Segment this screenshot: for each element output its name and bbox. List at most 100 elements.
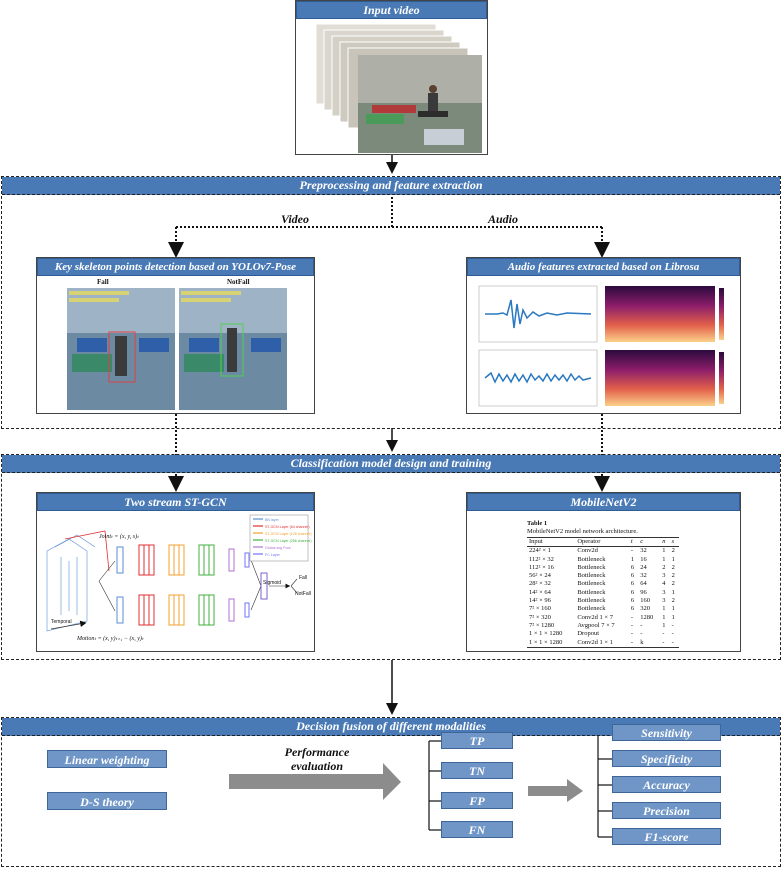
fall-label: Fall: [97, 278, 109, 286]
table-cell: 2: [671, 597, 675, 605]
table-cell: -: [640, 621, 643, 629]
method-ds-theory: D-S theory: [47, 792, 167, 810]
table-cell: 7² × 1280: [529, 621, 555, 629]
table-cell: 7² × 320: [529, 613, 551, 621]
table-cell: Bottleneck: [577, 605, 606, 613]
table-cell: 16: [640, 555, 647, 563]
table-cell: 6: [630, 563, 635, 571]
table-cell: Bottleneck: [577, 588, 606, 596]
table-cell: -: [671, 630, 674, 638]
table-cell: 320: [640, 605, 650, 613]
metric-specificity: Specificity: [612, 750, 721, 767]
table-cell: 24: [640, 563, 647, 571]
legend-label: ST-GCN Layer (128 channel): [265, 532, 312, 536]
mobilenet-panel: MobileNetV2 Table 1 MobileNetV2 model ne…: [466, 492, 741, 652]
confusion-fp: FP: [441, 792, 513, 809]
table-cell: -: [640, 630, 643, 638]
table-cell: Dropout: [577, 630, 600, 638]
table-cell: 1: [671, 555, 675, 563]
table-cell: 112² × 16: [529, 563, 554, 571]
performance-evaluation-arrow: [229, 763, 401, 800]
table-cell: 1: [662, 621, 666, 629]
table-cell: -: [660, 638, 670, 648]
table-cell: 2: [671, 572, 675, 580]
table-cell: 2: [671, 547, 675, 555]
table-cell: -: [630, 630, 633, 638]
table-cell: 6: [630, 597, 635, 605]
table-cell: 224² × 1: [529, 547, 551, 555]
confusion-tp: TP: [441, 732, 513, 749]
table-cell: 32: [640, 547, 647, 555]
metric-f1-score: F1-score: [612, 828, 721, 845]
table-cell: 6: [630, 572, 635, 580]
fusion-stage: Decision fusion of different modalities: [1, 717, 781, 867]
table-cell: Bottleneck: [577, 580, 606, 588]
table-cell: 3: [662, 588, 666, 596]
method-linear-weighting: Linear weighting: [47, 750, 167, 768]
sigmoid-label: Sigmoid: [263, 580, 282, 586]
table-cell: 3: [662, 597, 666, 605]
preprocessing-stage-title: Preprocessing and feature extraction: [2, 177, 780, 195]
table-cell: 6: [630, 605, 635, 613]
table-header-cell: n: [660, 536, 670, 548]
performance-label: Performance: [284, 745, 350, 759]
table-cell: 2: [671, 563, 675, 571]
table-cell: 28² × 32: [529, 580, 551, 588]
output-fall-label: Fall: [299, 575, 308, 581]
table-cell: 7² × 160: [529, 605, 551, 613]
table-cell: 6: [630, 588, 635, 596]
table-cell: 1: [671, 588, 675, 596]
table-cell: 1280: [640, 613, 654, 621]
preprocessing-stage: Preprocessing and feature extraction: [1, 176, 781, 429]
output-notfall-label: NotFall: [295, 591, 311, 597]
table-cell: 1: [671, 613, 675, 621]
table-cell: 14² × 64: [529, 588, 551, 596]
input-video-title: Input video: [296, 1, 487, 19]
video-branch-label: Video: [280, 212, 309, 226]
table-cell: 1: [671, 605, 675, 613]
table-cell: -: [662, 630, 665, 638]
fusion-stage-title: Decision fusion of different modalities: [2, 718, 780, 736]
table-cell: Conv2d 1 × 7: [577, 613, 613, 621]
evaluation-label: evaluation: [290, 759, 343, 773]
table-cell: Bottleneck: [577, 572, 606, 580]
skeleton-panel: Key skeleton points detection based on Y…: [36, 257, 315, 414]
metrics-arrow: [528, 779, 583, 802]
table-header-cell: Operator: [575, 536, 629, 548]
table-cell: 64: [640, 580, 647, 588]
classification-stage-title: Classification model design and training: [2, 455, 780, 473]
table-cell: Bottleneck: [577, 563, 606, 571]
table-cell: 1 × 1 × 1280: [527, 638, 576, 648]
metric-accuracy: Accuracy: [612, 776, 721, 793]
table-cell: 1: [662, 547, 666, 555]
table-cell: 14² × 96: [529, 597, 551, 605]
joint-formula: Jointₜ = (x, y, s)ₜ: [99, 534, 139, 540]
table-subcaption: MobileNetV2 model network architecture.: [527, 528, 638, 535]
table-cell: 96: [640, 588, 647, 596]
table-cell: 1: [630, 555, 635, 563]
table-cell: -: [630, 621, 633, 629]
table-header-cell: s: [669, 536, 679, 548]
table-cell: 2: [662, 563, 666, 571]
mobilenet-table-container: Table 1 MobileNetV2 model network archit…: [527, 520, 679, 648]
table-cell: -: [630, 613, 633, 621]
audio-branch-label: Audio: [487, 212, 518, 226]
table-cell: 160: [640, 597, 650, 605]
metric-precision: Precision: [612, 802, 721, 819]
skeleton-detection-images: [67, 288, 287, 410]
table-cell: Bottleneck: [577, 597, 606, 605]
librosa-panel: Audio features extracted based on Libros…: [466, 257, 741, 414]
table-cell: -: [669, 638, 679, 648]
metric-sensitivity: Sensitivity: [612, 724, 721, 741]
table-cell: -: [630, 547, 633, 555]
table-cell: 6: [630, 580, 635, 588]
table-cell: 4: [662, 580, 666, 588]
